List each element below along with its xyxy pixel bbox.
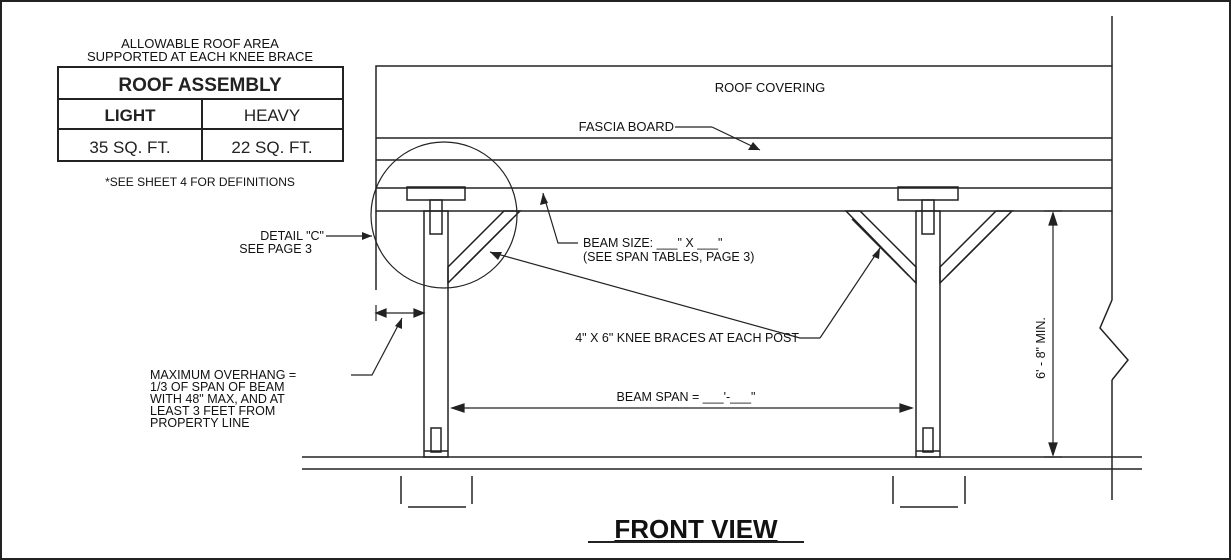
knee-brace-leader-right	[819, 247, 881, 339]
knee-brace-left	[447, 210, 522, 285]
overhang-label-line3: WITH 48" MAX, AND AT	[150, 392, 285, 406]
col-light: LIGHT	[105, 106, 157, 125]
table-caption-line1: ALLOWABLE ROOF AREA	[121, 36, 279, 51]
ground	[302, 456, 1142, 470]
knee-brace-leader-left	[489, 251, 820, 339]
left-post	[406, 186, 522, 458]
leader-arrows	[362, 142, 880, 329]
arrowhead	[450, 403, 465, 413]
val-heavy: 22 SQ. FT.	[231, 138, 312, 157]
wall-edge	[1099, 16, 1129, 500]
arrowhead	[872, 248, 880, 259]
allowable-area-table: ALLOWABLE ROOF AREA SUPPORTED AT EACH KN…	[57, 36, 344, 189]
arrowhead	[1048, 442, 1058, 457]
view-title: FRONT VIEW	[614, 514, 778, 544]
overhang-leader	[351, 317, 403, 376]
detail-page-label: SEE PAGE 3	[239, 242, 312, 256]
post-right	[915, 210, 941, 458]
arrowhead	[490, 252, 502, 260]
table-caption-line2: SUPPORTED AT EACH KNEE BRACE	[87, 49, 313, 64]
detail-c-circle	[370, 141, 518, 289]
table-footnote: *SEE SHEET 4 FOR DEFINITIONS	[105, 175, 295, 189]
post-base-right	[922, 427, 934, 453]
fascia-board-label: FASCIA BOARD	[579, 119, 674, 134]
table-border	[57, 66, 344, 162]
overhang-label-line2: 1/3 OF SPAN OF BEAM	[150, 380, 285, 394]
overhang-label-line5: PROPERTY LINE	[150, 416, 250, 430]
arrowhead	[395, 318, 402, 329]
knee-brace-left-center	[454, 218, 513, 277]
arrowhead	[748, 142, 760, 150]
table-header: ROOF ASSEMBLY	[118, 75, 282, 96]
arrowhead	[1048, 211, 1058, 226]
dimensions	[374, 210, 1062, 458]
right-post	[844, 186, 1014, 458]
arrowhead	[374, 308, 387, 318]
footings	[400, 476, 966, 508]
arrowhead	[413, 308, 426, 318]
knee-brace-right-b	[939, 210, 1014, 285]
knee-brace-right-a-center	[851, 218, 910, 277]
knee-brace-right-a	[844, 210, 917, 285]
overhang-label-line1: MAXIMUM OVERHANG =	[150, 368, 296, 382]
roof-structure	[375, 65, 1113, 290]
post-cap-right	[897, 186, 959, 201]
knee-brace-right-b-center	[946, 218, 1005, 277]
break-mark	[1099, 299, 1129, 381]
beam-size-leader	[542, 192, 578, 244]
post-base-left	[430, 427, 442, 453]
height-label: 6' - 8" MIN.	[1034, 317, 1048, 379]
arrowhead	[362, 232, 372, 240]
beam-size-note: (SEE SPAN TABLES, PAGE 3)	[583, 250, 754, 264]
arrowhead	[899, 403, 914, 413]
roof-covering-label: ROOF COVERING	[715, 80, 826, 95]
knee-braces-label: 4" X 6" KNEE BRACES AT EACH POST	[575, 331, 799, 345]
detail-c-label: DETAIL "C"	[260, 229, 324, 243]
beam-size-label: BEAM SIZE: ___" X ___"	[583, 236, 723, 250]
arrowhead	[540, 193, 548, 205]
post-cap-left	[406, 186, 466, 201]
overhang-label-line4: LEAST 3 FEET FROM	[150, 404, 275, 418]
post-cap-stem-right	[921, 199, 935, 235]
col-heavy: HEAVY	[244, 106, 300, 125]
post-cap-stem-left	[429, 199, 443, 235]
beam-span-label: BEAM SPAN = ___'-___"	[617, 390, 756, 404]
val-light: 35 SQ. FT.	[89, 138, 170, 157]
post-left	[423, 210, 449, 458]
